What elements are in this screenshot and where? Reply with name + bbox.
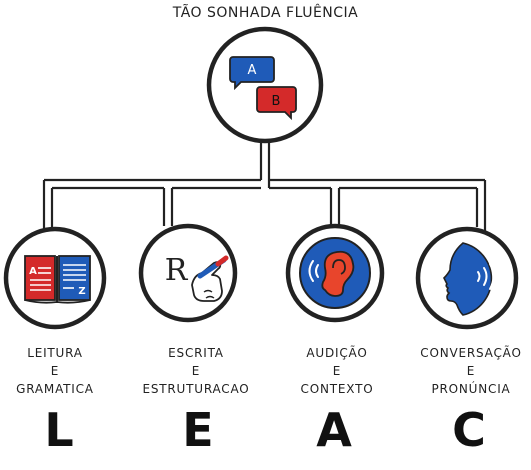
letter-a: A [316, 403, 352, 457]
label-escrita: ESCRITA E ESTRUTURACAO [131, 344, 261, 398]
label-audicao-line-3: CONTEXTO [300, 382, 374, 396]
label-conversacao: CONVERSAÇÃO E PRONÚNCIA [406, 344, 531, 398]
label-audicao-line-2: E [332, 364, 342, 378]
label-audicao: AUDIÇÃO E CONTEXTO [272, 344, 402, 398]
node-audicao [285, 223, 385, 323]
book-letter-a: A [29, 266, 37, 277]
written-glyph: R [165, 253, 189, 288]
node-escrita: R [138, 223, 238, 323]
ear-icon [308, 250, 355, 297]
bubble-a-text: A [248, 63, 257, 78]
letter-e: E [182, 403, 214, 457]
book-letter-z: Z [78, 286, 85, 297]
label-leitura-line-1: LEITURA [27, 346, 83, 360]
label-escrita-line-2: E [191, 364, 201, 378]
bubble-b-text: B [272, 94, 281, 109]
speaking-head-icon [443, 242, 495, 316]
node-conversacao [415, 226, 519, 330]
writing-hand-icon: R [165, 253, 229, 302]
node-leitura: A Z [3, 226, 107, 330]
chat-bubbles-icon: A B [229, 56, 297, 121]
label-conversacao-line-3: PRONÚNCIA [431, 382, 511, 396]
letter-l: L [44, 403, 74, 457]
label-conversacao-line-2: E [466, 364, 476, 378]
label-leitura-line-3: GRAMATICA [16, 382, 94, 396]
top-node: A B [206, 26, 324, 144]
label-leitura-line-2: E [50, 364, 60, 378]
label-leitura: LEITURA E GRAMATICA [0, 344, 120, 398]
letter-c: C [452, 403, 486, 457]
label-escrita-line-1: ESCRITA [168, 346, 224, 360]
label-audicao-line-1: AUDIÇÃO [306, 346, 368, 360]
connector-lines [42, 141, 487, 232]
label-conversacao-line-1: CONVERSAÇÃO [420, 346, 522, 360]
book-icon: A Z [24, 255, 91, 304]
diagram-title: TÃO SONHADA FLUÊNCIA [172, 5, 359, 21]
label-escrita-line-3: ESTRUTURACAO [142, 382, 250, 396]
